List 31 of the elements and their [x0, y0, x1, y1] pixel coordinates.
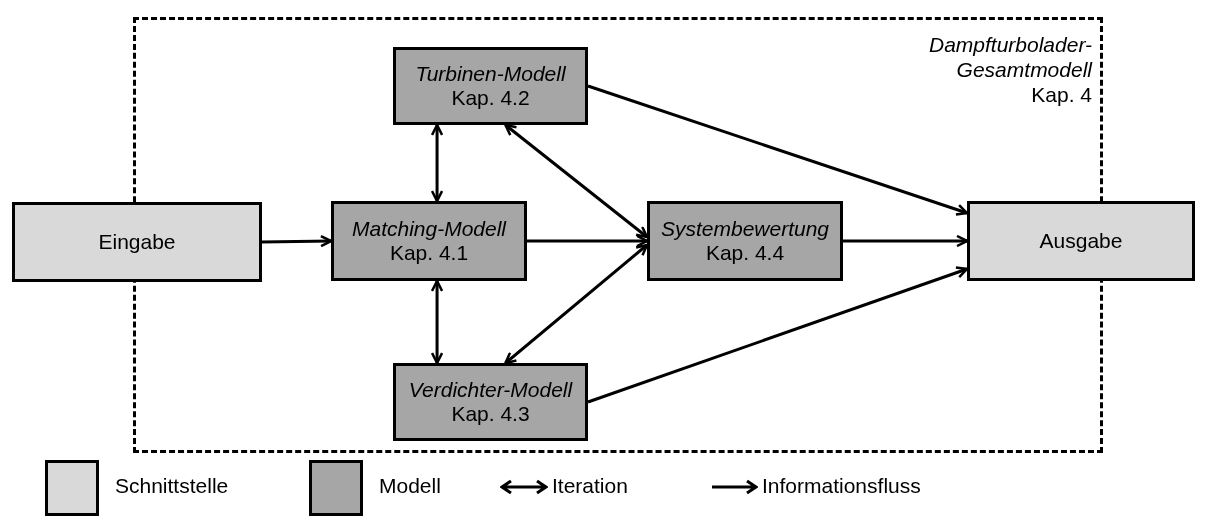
model-box: [647, 201, 843, 281]
arrow: [843, 234, 969, 248]
arrow: [587, 266, 969, 404]
legend-label: Schnittstelle: [115, 474, 229, 498]
double-arrow: [504, 123, 649, 239]
interface-box: [12, 202, 262, 282]
legend-label: Modell: [379, 474, 441, 498]
model-box: [393, 363, 588, 441]
model-name: Matching-Modell: [351, 216, 507, 241]
chapter-reference: Kap. 4: [1030, 82, 1092, 108]
interface-box: [967, 201, 1195, 281]
box-label: Ausgabe: [1039, 228, 1123, 254]
chapter-reference: Kap. 4.1: [389, 241, 469, 266]
model-name: Verdichter-Modell: [408, 377, 573, 402]
double-arrow: [430, 279, 444, 365]
arrow: [261, 234, 333, 248]
chapter-reference: Kap. 4.2: [451, 86, 530, 111]
model-box: [393, 47, 588, 125]
double-arrow: [504, 243, 649, 365]
model-name: Systembewertung: [660, 216, 830, 241]
legend-label: Informationsfluss: [762, 474, 921, 498]
arrow: [587, 84, 969, 216]
chapter-reference: Kap. 4.4: [705, 241, 785, 266]
arrow: [527, 234, 649, 248]
double-arrow: [430, 123, 444, 203]
box-label: Eingabe: [98, 229, 176, 255]
model-box: [331, 201, 527, 281]
model-name: Turbinen-Modell: [415, 61, 566, 86]
legend-label: Iteration: [552, 474, 628, 498]
chapter-reference: Kap. 4.3: [451, 402, 530, 427]
group-title: Dampfturbolader-Gesamtmodell: [927, 32, 1092, 83]
